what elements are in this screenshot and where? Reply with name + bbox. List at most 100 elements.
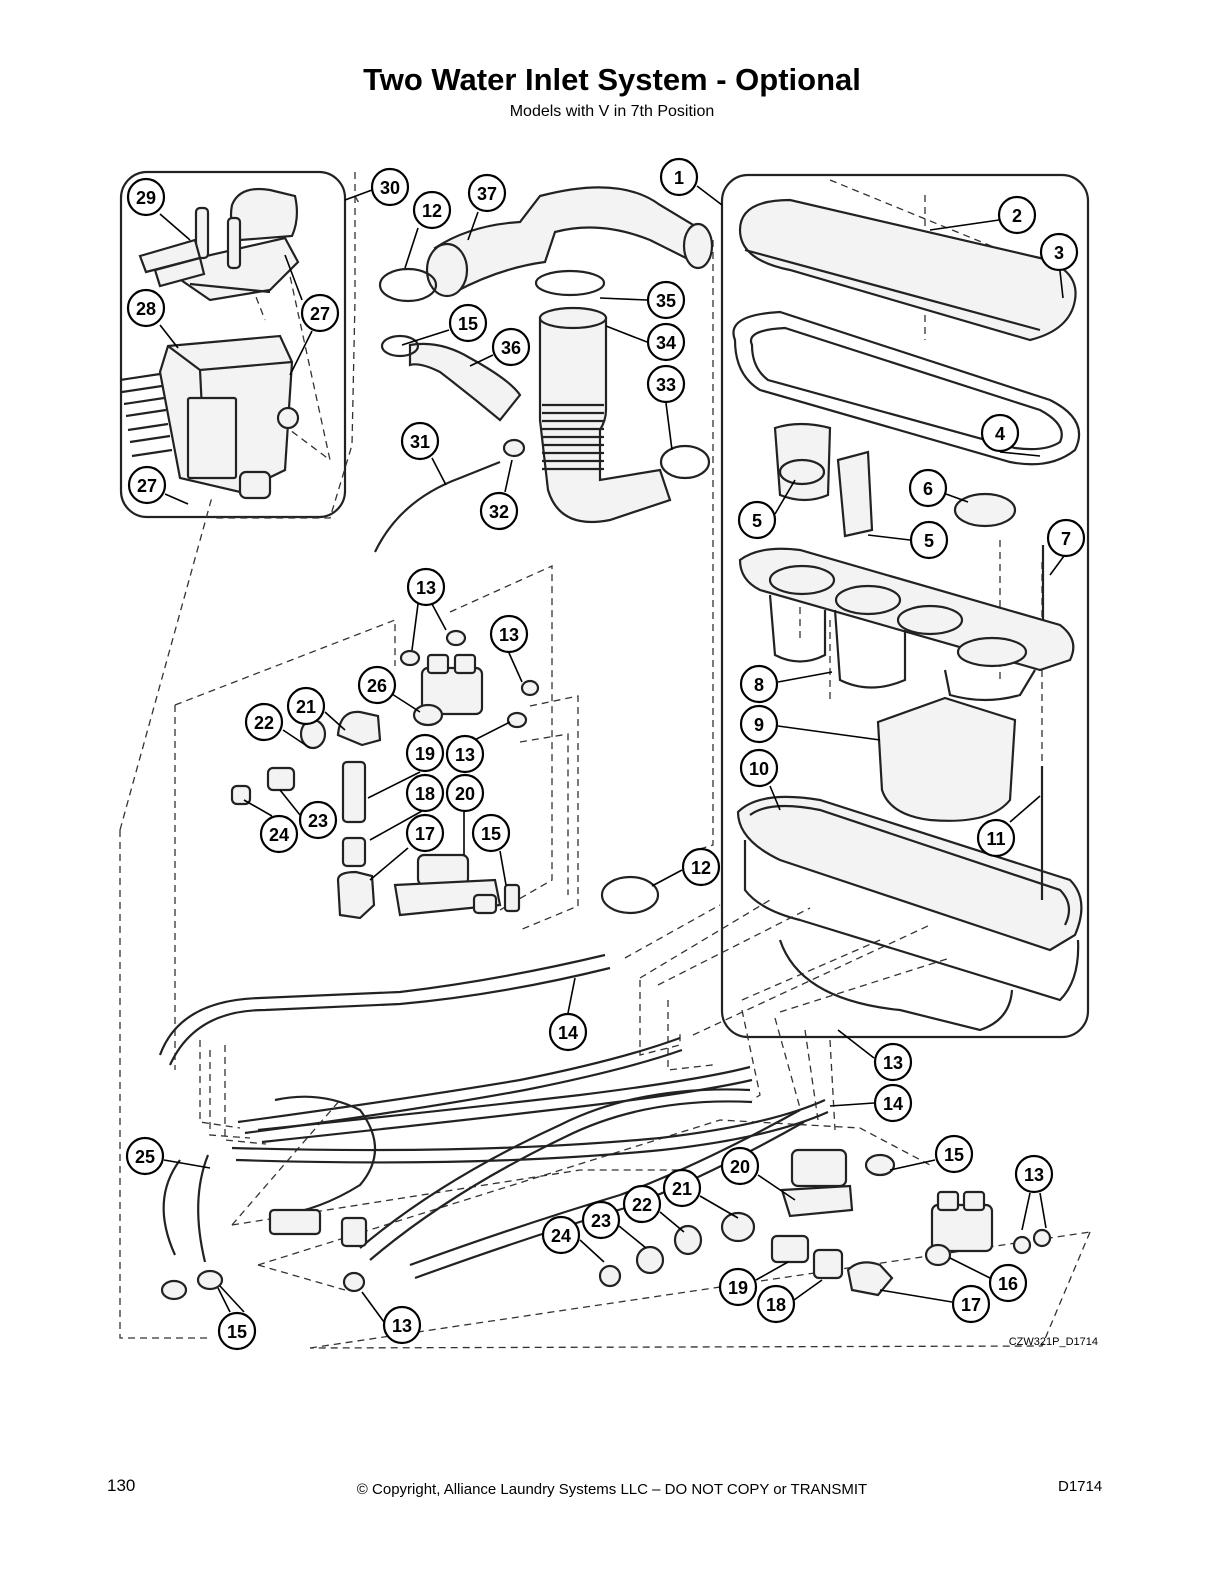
callout-circle (286, 686, 326, 726)
part-callout: 3 (1039, 232, 1079, 272)
callout-circle (471, 813, 511, 853)
part-callout: 11 (976, 818, 1016, 858)
callout-number: 24 (551, 1226, 571, 1246)
callout-number: 27 (137, 476, 157, 496)
part-callout: 20 (720, 1146, 760, 1186)
callout-number: 6 (923, 479, 933, 499)
callout-number: 1 (674, 168, 684, 188)
callout-number: 13 (883, 1053, 903, 1073)
page-title: Two Water Inlet System - Optional (363, 62, 861, 97)
assembly-frame-left (119, 170, 347, 519)
callout-circle (259, 814, 299, 854)
part-callout: 32 (479, 491, 519, 531)
part-callout: 28 (126, 288, 166, 328)
part-callout: 17 (405, 813, 445, 853)
callout-number: 25 (135, 1147, 155, 1167)
callout-number: 34 (656, 333, 676, 353)
part-callout: 31 (400, 421, 440, 461)
part-callout: 27 (300, 293, 340, 333)
callout-circle (217, 1311, 257, 1351)
part-callout: 4 (980, 413, 1020, 453)
callout-circle (739, 704, 779, 744)
callout-number: 13 (1024, 1165, 1044, 1185)
callout-circle (581, 1200, 621, 1240)
part-callout: 5 (737, 500, 777, 540)
part-callout: 24 (541, 1215, 581, 1255)
callout-circle (405, 773, 445, 813)
part-callout: 14 (873, 1083, 913, 1123)
part-callout: 34 (646, 322, 686, 362)
leader-lines (159, 185, 1065, 1323)
callout-circle (445, 734, 485, 774)
callout-circle (718, 1267, 758, 1307)
callout-number: 13 (392, 1316, 412, 1336)
callout-number: 36 (501, 338, 521, 358)
callout-circle (467, 173, 507, 213)
callout-number: 13 (455, 745, 475, 765)
callout-number: 19 (415, 744, 435, 764)
callout-circle (445, 773, 485, 813)
callout-number: 8 (754, 675, 764, 695)
callout-circle (127, 465, 167, 505)
callout-circle (126, 288, 166, 328)
inlet-manifold-assembly (119, 187, 300, 500)
callout-circle (406, 567, 446, 607)
part-callout: 1 (659, 157, 699, 197)
part-callout: 10 (739, 748, 779, 788)
part-callout: 27 (127, 465, 167, 505)
document-code: D1714 (1058, 1478, 1103, 1495)
callout-number: 35 (656, 291, 676, 311)
copyright-notice: © Copyright, Alliance Laundry Systems LL… (356, 1481, 868, 1498)
callout-number: 26 (367, 676, 387, 696)
hoses-bundle (158, 953, 829, 1280)
callout-number: 12 (422, 201, 442, 221)
callout-circle (976, 818, 1016, 858)
callout-number: 14 (558, 1023, 578, 1043)
part-callout: 21 (662, 1168, 702, 1208)
drawing-id: CZW321P_D1714 (1009, 1336, 1098, 1348)
callout-number: 5 (924, 531, 934, 551)
callout-circle (298, 800, 338, 840)
callout-circle (489, 614, 529, 654)
part-callout: 8 (739, 664, 779, 704)
part-callout: 6 (908, 468, 948, 508)
callout-number: 21 (296, 697, 316, 717)
callout-number: 15 (944, 1145, 964, 1165)
callout-circle (980, 413, 1020, 453)
duct-and-hoses-top (374, 186, 714, 553)
callout-number: 17 (415, 824, 435, 844)
part-callout: 21 (286, 686, 326, 726)
part-callout: 13 (445, 734, 485, 774)
callout-number: 14 (883, 1094, 903, 1114)
part-callout: 13 (489, 614, 529, 654)
callout-circle (739, 748, 779, 788)
callout-number: 13 (416, 578, 436, 598)
callout-number: 5 (752, 511, 762, 531)
callout-circle (1046, 518, 1086, 558)
part-callout: 22 (244, 702, 284, 742)
guide-lines (119, 172, 1091, 1349)
part-callout: 16 (988, 1263, 1028, 1303)
callout-circle (659, 157, 699, 197)
part-callout: 19 (718, 1267, 758, 1307)
part-callout: 23 (298, 800, 338, 840)
callout-circle (739, 664, 779, 704)
callout-number: 15 (481, 824, 501, 844)
part-callout: 22 (622, 1184, 662, 1224)
callout-circle (405, 813, 445, 853)
callout-circle (448, 303, 488, 343)
callout-number: 23 (591, 1211, 611, 1231)
callout-circle (405, 733, 445, 773)
callout-number: 28 (136, 299, 156, 319)
callout-number: 37 (477, 184, 497, 204)
part-callout: 33 (646, 364, 686, 404)
callout-number: 23 (308, 811, 328, 831)
callout-circle (244, 702, 284, 742)
part-callout: 7 (1046, 518, 1086, 558)
callout-circle (646, 280, 686, 320)
part-callout: 15 (934, 1134, 974, 1174)
valve-assembly-upper (230, 629, 660, 920)
callout-circle (412, 190, 452, 230)
assembly-frame-right (720, 173, 1090, 1039)
